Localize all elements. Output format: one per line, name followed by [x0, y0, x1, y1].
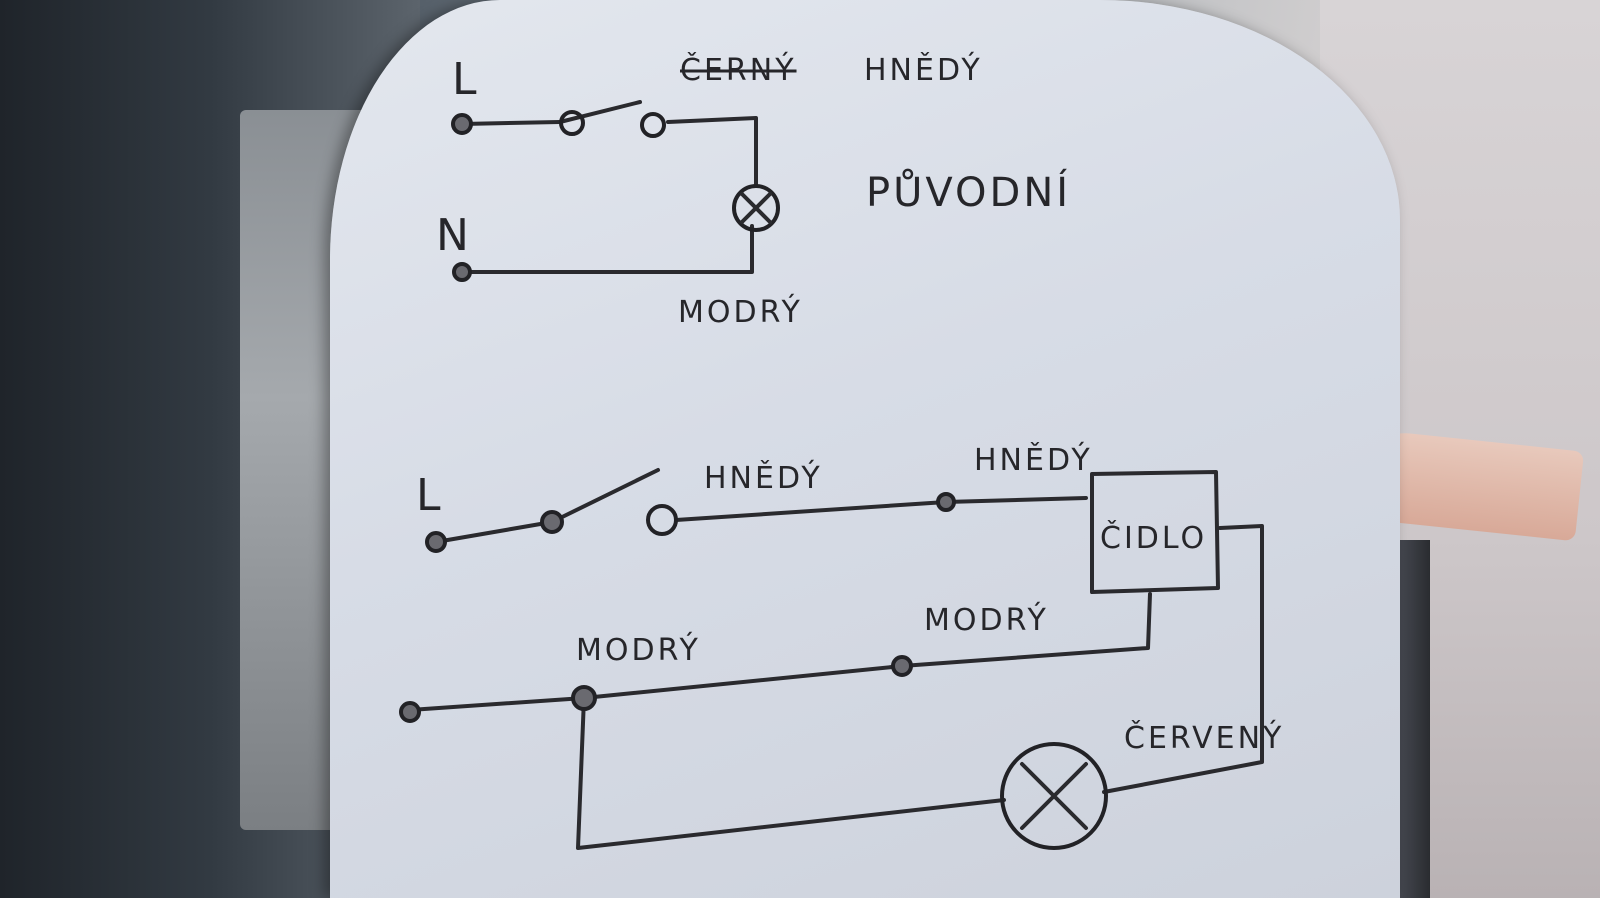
new-junction-blue-1 [571, 685, 597, 711]
original-switch-contact-b [640, 112, 666, 138]
sensor-to-lamp-red-wire [1102, 524, 1264, 794]
original-neutral-wire [460, 224, 754, 274]
new-switch-contact-b [646, 504, 678, 536]
new-terminal-n [399, 701, 421, 723]
new-junction-brown [936, 492, 956, 512]
original-title: PŮVODNÍ [866, 168, 1071, 216]
original-switch-lever [558, 100, 642, 124]
new-live-wire [434, 520, 554, 544]
new-lamp-icon [1000, 742, 1108, 850]
new-terminal-l [425, 531, 447, 553]
new-blue-wire [408, 664, 904, 712]
original-switch-contact-a [559, 110, 585, 136]
original-terminal-n [452, 262, 472, 282]
original-label-brown: HNĚDÝ [864, 52, 983, 88]
new-brown-wire-2 [944, 496, 1088, 504]
new-label-red: ČERVENÝ [1124, 719, 1284, 756]
new-label-l: L [416, 470, 447, 521]
new-brown-wire-1 [674, 500, 948, 522]
original-label-n: N [436, 210, 475, 261]
new-switch-contact-a [540, 510, 564, 534]
original-label-blue: MODRÝ [678, 294, 803, 330]
blue-to-lamp-return-wire [576, 696, 1006, 850]
original-live-wire [460, 120, 562, 126]
original-label-struck-color: ČERNÝ [680, 51, 797, 88]
new-switch-lever [550, 468, 660, 524]
new-label-blue-1: MODRÝ [576, 632, 701, 668]
sensor-label: ČIDLO [1100, 519, 1207, 556]
original-circuit: L N ČERNÝ HNĚDÝ MODRÝ PŮVODNÍ [436, 51, 1071, 330]
original-switch-to-lamp-wire [666, 116, 758, 188]
new-label-brown-2: HNĚDÝ [974, 442, 1093, 478]
sensor-to-blue-wire [900, 592, 1152, 668]
paper-sheet [330, 0, 1400, 898]
original-terminal-l [451, 113, 473, 135]
new-label-blue-2: MODRÝ [924, 602, 1049, 638]
new-junction-blue-2 [891, 655, 913, 677]
sensor-box-outline [1090, 470, 1220, 594]
new-circuit: L HNĚDÝ HNĚDÝ ČIDLO MODRÝ MODRÝ ČERVENÝ [399, 442, 1284, 850]
new-label-brown-1: HNĚDÝ [704, 460, 823, 496]
original-label-l: L [452, 54, 483, 105]
original-lamp-icon [732, 184, 780, 232]
